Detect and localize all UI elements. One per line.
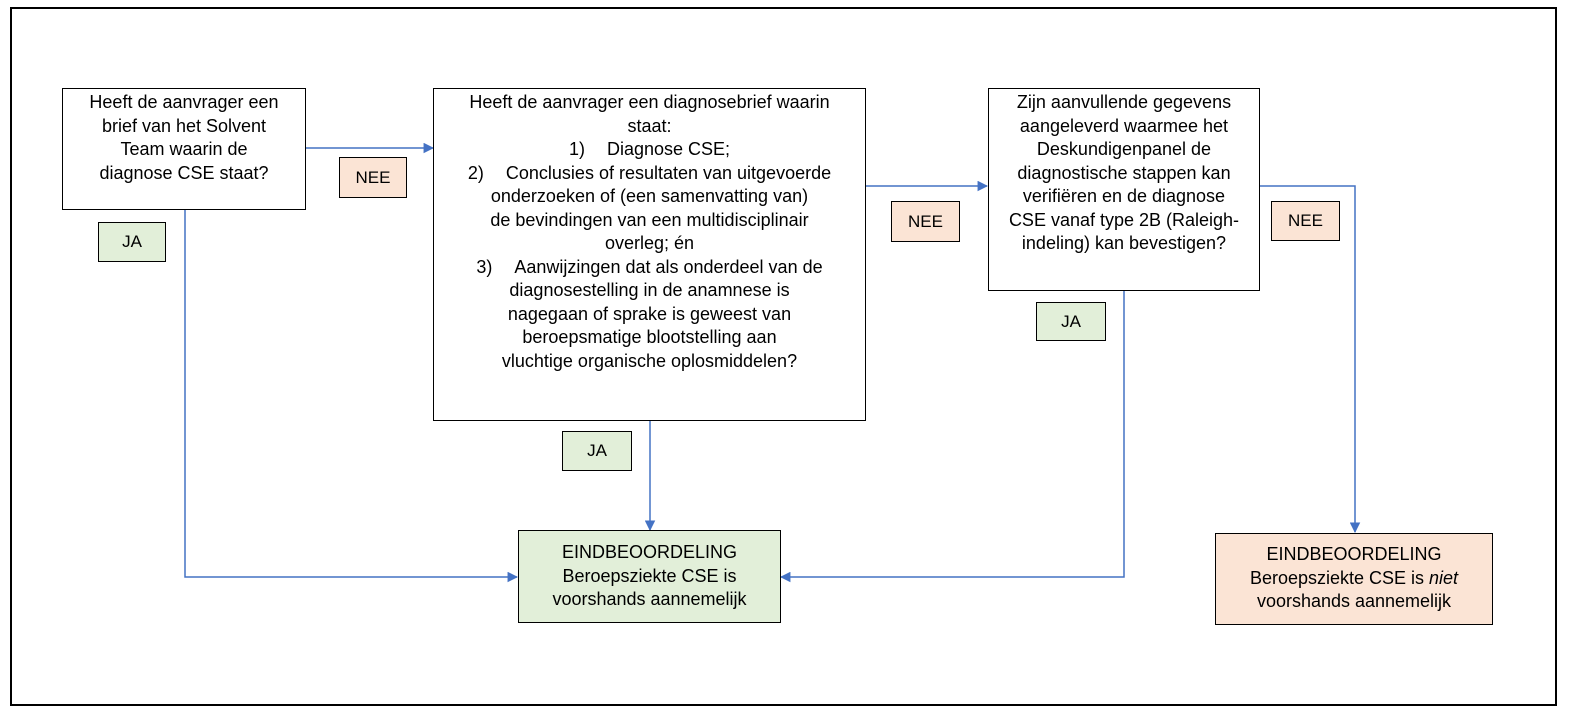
tag-ja-2: JA [562,431,632,471]
end-box-niet-aannemelijk: EINDBEOORDELING Beroepsziekte CSE is nie… [1215,533,1493,625]
question2-item-3: 3) Aanwijzingen dat als onderdeel van de [434,256,865,280]
question2-item-2: 2) Conclusies of resultaten van uitgevoer… [434,162,865,186]
item-text: onderzoeken of (een samenvatting van) [490,186,809,206]
question3-line: diagnostische stappen kan [1017,162,1231,183]
arrow-box3-to-end-yes [779,290,1125,583]
question3-line: Deskundigenpanel de [1036,139,1212,159]
question3-line: Zijn aanvullende gegevens [1016,92,1232,112]
item-text: diagnosestelling in de anamnese is [509,280,790,300]
item-number: 3) [476,256,493,277]
item-text: Aanwijzingen dat als onderdeel van de [514,256,823,277]
question-box-solvent-team: Heeft de aanvrager een brief van het Sol… [62,88,306,210]
question3-line: verifiëren en de diagnose [1022,186,1226,206]
tag-ja-1: JA [98,222,166,262]
item-text: overleg; én [604,233,695,253]
question2-intro-line: staat: [627,115,672,136]
tag-nee-2: NEE [891,201,960,242]
item-text: nagegaan of sprake is geweest van [507,303,792,324]
end-yes-line: voorshands aannemelijk [552,589,747,609]
end-box-aannemelijk: EINDBEOORDELING Beroepsziekte CSE is voo… [518,530,781,623]
end-no-line: voorshands aannemelijk [1256,591,1452,611]
end-yes-title: EINDBEOORDELING [561,542,738,562]
end-no-line-prefix: Beroepsziekte CSE is [1249,567,1430,588]
item-text: de bevindingen van een multidisciplinair [490,209,809,230]
question2-item-1: 1) Diagnose CSE; [434,138,865,162]
tag-ja-3: JA [1036,302,1106,341]
question-box-diagnosebrief: Heeft de aanvrager een diagnosebrief waa… [433,88,866,421]
question1-line: brief van het Solvent [101,115,267,136]
question3-line: CSE vanaf type 2B (Raleigh- [1008,209,1240,230]
question3-line: aangeleverd waarmee het [1019,115,1229,136]
end-no-line: Beroepsziekte CSE is niet [1216,567,1492,591]
question2-intro-line: Heeft de aanvrager een diagnosebrief waa… [469,92,830,112]
item-text: vluchtige organische oplosmiddelen? [501,350,798,371]
question1-line: Heeft de aanvrager een [89,92,279,112]
tag-nee-3: NEE [1271,201,1340,241]
question-box-aanvullende-gegevens: Zijn aanvullende gegevens aangeleverd wa… [988,88,1260,291]
arrow-box1-to-end-yes [184,209,519,583]
item-number: 2) [467,162,484,183]
arrow-box3-to-end-no [1259,185,1361,534]
item-text: beroepsmatige blootstelling aan [522,327,777,347]
item-number: 1) [568,139,585,159]
end-no-emphasis: niet [1429,567,1459,588]
end-yes-line: Beroepsziekte CSE is [562,565,737,586]
end-no-title: EINDBEOORDELING [1266,544,1442,564]
tag-nee-1: NEE [339,157,407,198]
question3-line: indeling) kan bevestigen? [1021,233,1227,253]
question1-line: Team waarin de [120,139,248,159]
question1-line: diagnose CSE staat? [99,162,269,183]
item-text: Diagnose CSE; [606,139,731,159]
item-text: Conclusies of resultaten van uitgevoerde [505,162,832,183]
